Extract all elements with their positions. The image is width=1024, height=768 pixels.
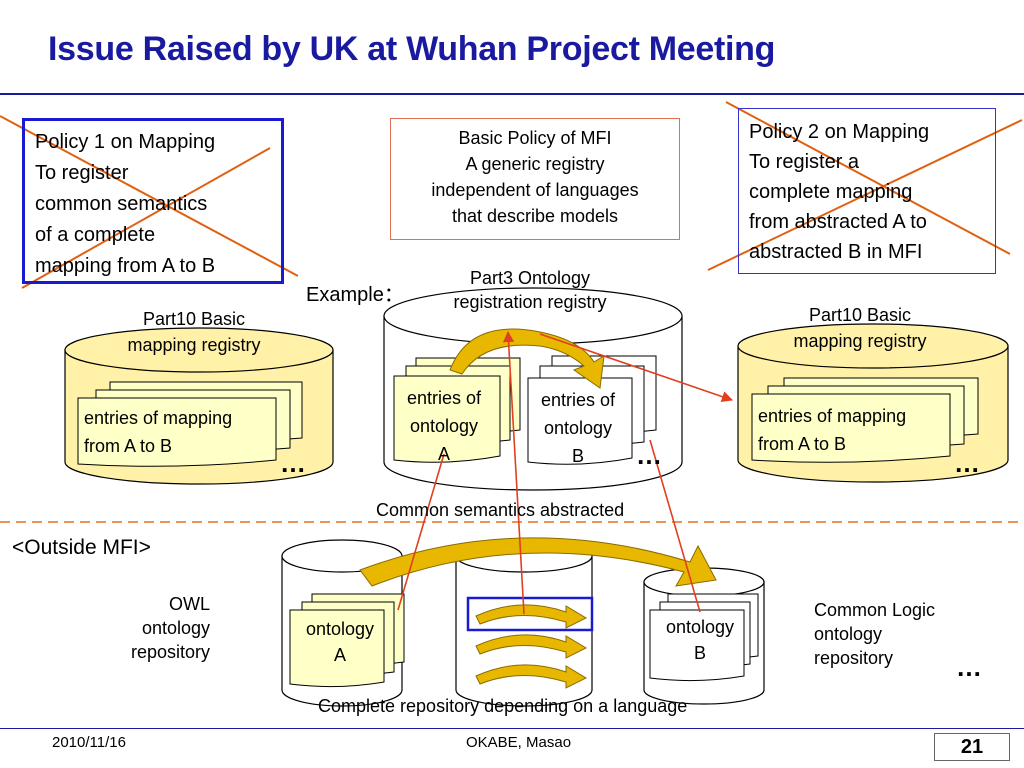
ontology-b-entry-line: ontology xyxy=(543,418,613,438)
part3-label-line: Part3 Ontology xyxy=(469,268,591,288)
ontology-a-entry-line: ontology xyxy=(409,416,479,436)
owl-ontology-doc: ontology A xyxy=(290,616,390,668)
ontology-a-entry-line: entries of xyxy=(406,388,482,408)
cl-repo-label: Common Logic ontology repository xyxy=(814,598,935,670)
right-mapping-entries: entries of mapping from A to B xyxy=(758,402,906,458)
ellipsis-right: … xyxy=(954,448,981,478)
ontology-b-doc-stack xyxy=(527,355,657,465)
highlight-box xyxy=(466,596,594,632)
ontology-a-doc-stack xyxy=(393,357,521,463)
small-arrows-group xyxy=(475,604,588,689)
owl-repo-label-line: repository xyxy=(130,642,210,662)
policy2-line: abstracted B in MFI xyxy=(749,241,923,263)
common-semantics-label: Common semantics abstracted xyxy=(376,500,625,520)
right-mapping-entry-line: from A to B xyxy=(758,434,847,454)
policy1-cross-out xyxy=(0,115,299,289)
cl-ontology-doc-line: B xyxy=(693,643,706,663)
ontology-a-entry-line: A xyxy=(437,444,450,464)
owl-ontology-doc-line: ontology xyxy=(305,619,375,639)
complete-repo-label: Complete repository depending on a langu… xyxy=(318,696,688,716)
owl-ontology-doc-stack xyxy=(289,593,405,688)
cl-repo-label-line: repository xyxy=(814,648,894,668)
part10-left-label-line: mapping registry xyxy=(127,335,261,355)
part10-left-label-line: Part10 Basic xyxy=(142,309,246,329)
ontology-a-entries: entries of ontology A xyxy=(394,384,494,468)
policy1-line: of a complete xyxy=(35,224,156,246)
cl-ontology-doc-line: ontology xyxy=(665,617,735,637)
basic-policy-line: A generic registry xyxy=(465,154,605,174)
left-mapping-entry-line: from A to B xyxy=(84,436,173,456)
title-divider xyxy=(0,93,1024,95)
part3-label: Part3 Ontology registration registry xyxy=(420,266,640,314)
left-mapping-entry-line: entries of mapping xyxy=(84,408,233,428)
policy2-box: Policy 2 on Mapping To register a comple… xyxy=(738,108,996,274)
part3-label-line: registration registry xyxy=(453,292,607,312)
policy1-box: Policy 1 on Mapping To register common s… xyxy=(22,118,284,284)
policy2-line: Policy 2 on Mapping xyxy=(749,121,930,143)
part3-mapping-arrow xyxy=(449,328,605,389)
basic-policy-box: Basic Policy of MFI A generic registry i… xyxy=(390,118,680,240)
policy1-line: common semantics xyxy=(35,193,208,215)
footer-divider xyxy=(0,728,1024,729)
page-number: 21 xyxy=(934,733,1010,761)
policy2-line: complete mapping xyxy=(749,181,913,203)
cl-ontology-doc: ontology B xyxy=(650,614,750,666)
owl-ontology-doc-line: A xyxy=(333,645,346,665)
right-mapping-doc-stack xyxy=(751,377,979,463)
connection-lines xyxy=(397,330,734,615)
part10-right-label-line: mapping registry xyxy=(793,331,927,351)
example-label: Example： xyxy=(306,284,404,306)
language-mapping-arrow xyxy=(359,537,717,587)
footer-date: 2010/11/16 xyxy=(52,734,126,751)
owl-repo-label-line: OWL xyxy=(168,594,210,614)
ontology-b-entry-line: entries of xyxy=(540,390,616,410)
policy1-line: Policy 1 on Mapping xyxy=(35,131,216,153)
policy2-cross-out xyxy=(707,101,1023,271)
policy2-line: To register a xyxy=(749,151,860,173)
part10-right-label: Part10 Basic mapping registry xyxy=(760,302,960,354)
owl-repo-label: OWL ontology repository xyxy=(100,592,210,664)
cl-repo-label-line: Common Logic xyxy=(814,600,936,620)
ellipsis-bottom: … xyxy=(956,652,983,682)
page-title: Issue Raised by UK at Wuhan Project Meet… xyxy=(48,30,776,68)
ellipsis-left: … xyxy=(280,448,307,478)
policy1-line: mapping from A to B xyxy=(35,255,216,277)
left-mapping-entries: entries of mapping from A to B xyxy=(84,404,232,460)
outside-mfi-label: <Outside MFI> xyxy=(12,536,151,559)
ellipsis-middle: … xyxy=(636,440,663,470)
part10-right-label-line: Part10 Basic xyxy=(808,305,912,325)
basic-policy-line: independent of languages xyxy=(431,180,639,200)
ontology-b-entries: entries of ontology B xyxy=(528,386,628,470)
cl-repo-label-line: ontology xyxy=(814,624,883,644)
ontology-b-entry-line: B xyxy=(571,446,584,466)
policy1-line: To register xyxy=(35,162,129,184)
footer-author: OKABE, Masao xyxy=(466,734,572,751)
owl-repo-label-line: ontology xyxy=(141,618,210,638)
right-mapping-entry-line: entries of mapping xyxy=(758,406,907,426)
basic-policy-line: that describe models xyxy=(451,206,619,226)
left-mapping-doc-stack xyxy=(77,381,303,467)
part10-left-label: Part10 Basic mapping registry xyxy=(94,306,294,358)
policy2-line: from abstracted A to xyxy=(749,211,927,233)
basic-policy-line: Basic Policy of MFI xyxy=(458,128,612,148)
cl-ontology-doc-stack xyxy=(649,593,759,682)
